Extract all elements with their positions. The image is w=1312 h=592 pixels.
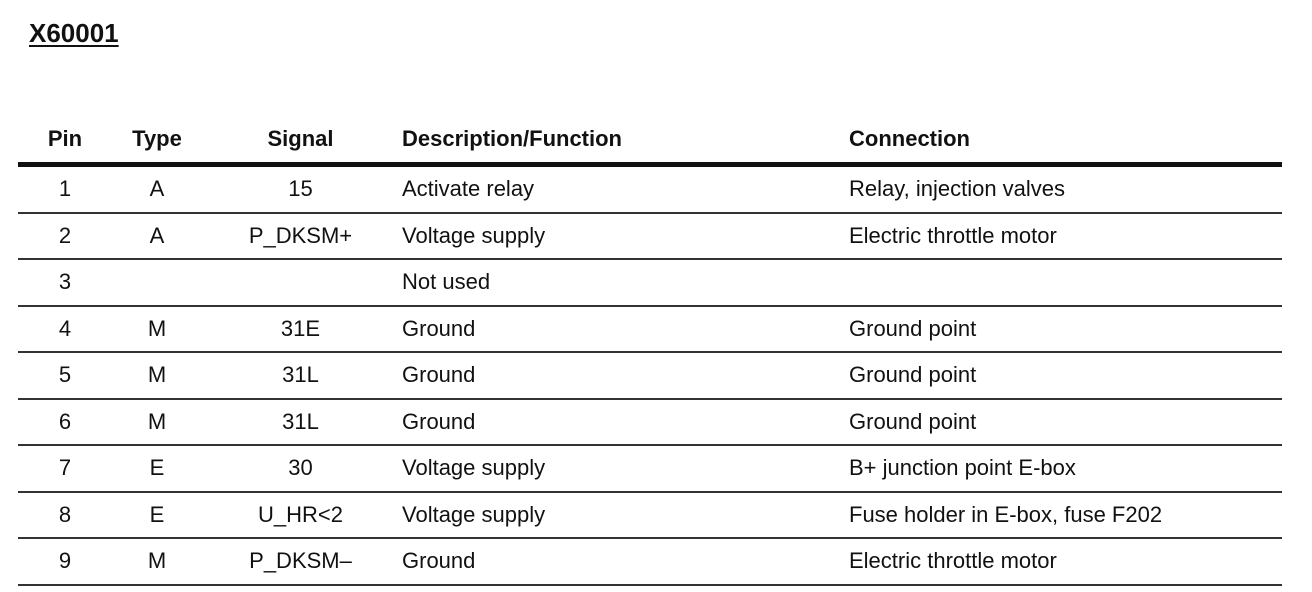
header-connection: Connection [845, 116, 1282, 167]
cell-type: E [112, 445, 202, 493]
cell-pin: 3 [18, 259, 112, 307]
table-body: 1 A 15 Activate relay Relay, injection v… [18, 164, 1282, 586]
table-header: Pin Type Signal Description/Function Con… [18, 116, 1282, 167]
cell-type: E [112, 491, 202, 539]
cell-signal: P_DKSM+ [202, 212, 399, 260]
cell-type: A [112, 164, 202, 214]
cell-pin: 7 [18, 445, 112, 493]
page-title: X60001 [29, 18, 119, 48]
table-row: 4 M 31E Ground Ground point [18, 305, 1282, 353]
cell-connection: Ground point [845, 398, 1282, 446]
cell-type: M [112, 538, 202, 586]
cell-signal: P_DKSM– [202, 538, 399, 586]
cell-signal: 31L [202, 398, 399, 446]
table-row: 1 A 15 Activate relay Relay, injection v… [18, 164, 1282, 214]
table-row: 5 M 31L Ground Ground point [18, 352, 1282, 400]
cell-type: M [112, 398, 202, 446]
pin-assignment-table: Pin Type Signal Description/Function Con… [18, 116, 1282, 586]
table-row: 2 A P_DKSM+ Voltage supply Electric thro… [18, 212, 1282, 260]
cell-pin: 1 [18, 164, 112, 214]
cell-description: Activate relay [399, 164, 845, 214]
cell-description: Not used [399, 259, 845, 307]
cell-signal: 30 [202, 445, 399, 493]
table-row: 6 M 31L Ground Ground point [18, 398, 1282, 446]
cell-description: Ground [399, 305, 845, 353]
cell-connection: Relay, injection valves [845, 164, 1282, 214]
cell-description: Voltage supply [399, 491, 845, 539]
cell-connection: Electric throttle motor [845, 212, 1282, 260]
pin-table-container: Pin Type Signal Description/Function Con… [18, 116, 1282, 586]
cell-pin: 4 [18, 305, 112, 353]
cell-signal: 15 [202, 164, 399, 214]
header-description: Description/Function [399, 116, 845, 167]
table-row: 7 E 30 Voltage supply B+ junction point … [18, 445, 1282, 493]
cell-type: M [112, 305, 202, 353]
cell-pin: 6 [18, 398, 112, 446]
cell-description: Ground [399, 538, 845, 586]
header-pin: Pin [18, 116, 112, 167]
cell-description: Voltage supply [399, 445, 845, 493]
cell-type: M [112, 352, 202, 400]
cell-signal: U_HR<2 [202, 491, 399, 539]
cell-connection: Fuse holder in E-box, fuse F202 [845, 491, 1282, 539]
cell-description: Ground [399, 398, 845, 446]
cell-signal: 31E [202, 305, 399, 353]
header-type: Type [112, 116, 202, 167]
cell-signal: 31L [202, 352, 399, 400]
header-row: Pin Type Signal Description/Function Con… [18, 116, 1282, 167]
cell-connection: Electric throttle motor [845, 538, 1282, 586]
cell-pin: 2 [18, 212, 112, 260]
cell-pin: 5 [18, 352, 112, 400]
cell-connection: Ground point [845, 305, 1282, 353]
cell-description: Voltage supply [399, 212, 845, 260]
cell-type: A [112, 212, 202, 260]
cell-type [112, 259, 202, 307]
cell-pin: 9 [18, 538, 112, 586]
cell-description: Ground [399, 352, 845, 400]
cell-connection [845, 259, 1282, 307]
header-signal: Signal [202, 116, 399, 167]
table-row: 3 Not used [18, 259, 1282, 307]
cell-connection: Ground point [845, 352, 1282, 400]
cell-pin: 8 [18, 491, 112, 539]
table-row: 9 M P_DKSM– Ground Electric throttle mot… [18, 538, 1282, 586]
cell-connection: B+ junction point E-box [845, 445, 1282, 493]
cell-signal [202, 259, 399, 307]
table-row: 8 E U_HR<2 Voltage supply Fuse holder in… [18, 491, 1282, 539]
